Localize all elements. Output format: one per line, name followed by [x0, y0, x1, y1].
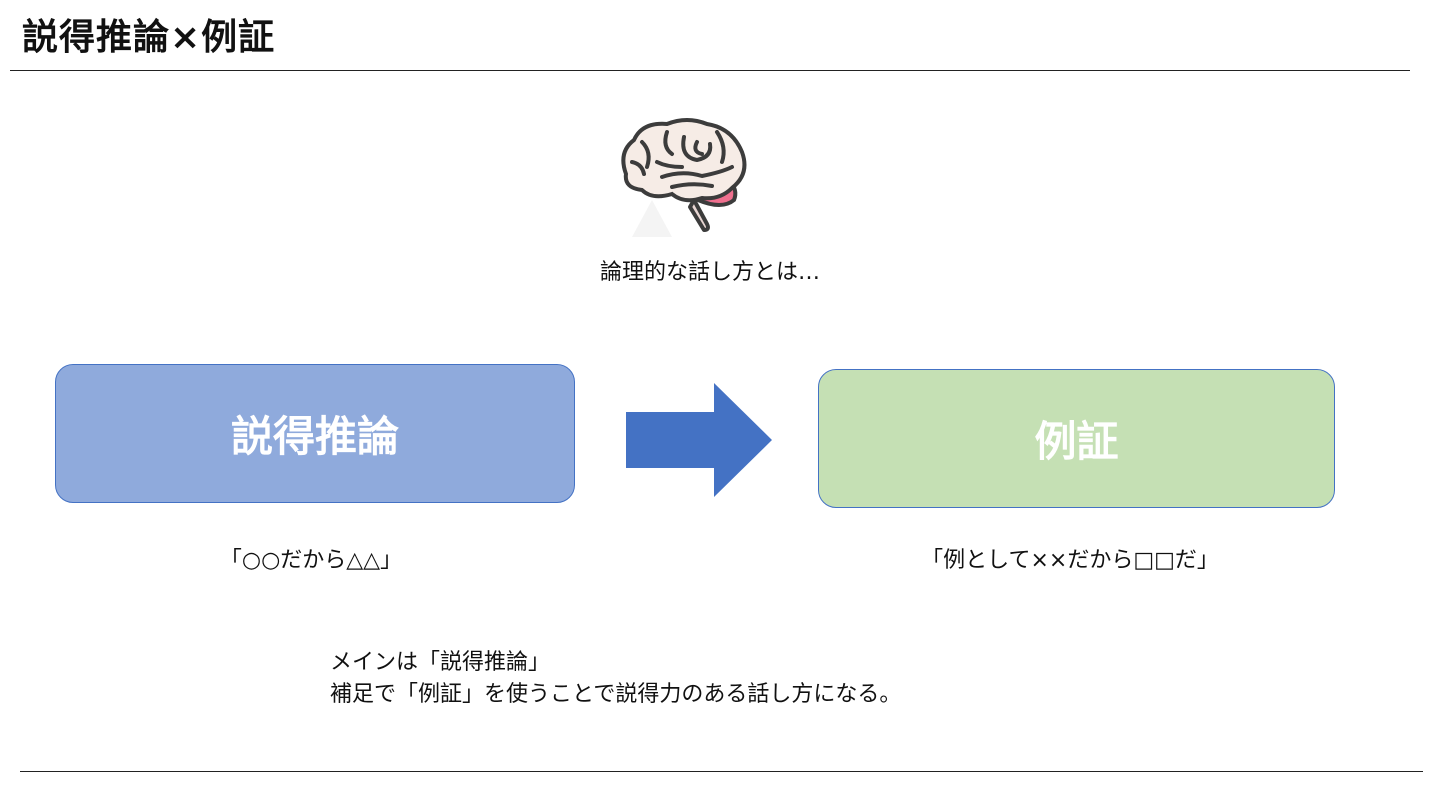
footer-divider: [20, 771, 1423, 772]
caption: 論理的な話し方とは…: [599, 260, 820, 285]
title-divider: [10, 70, 1410, 71]
right-example: 「例として××だから□□だ」: [921, 548, 1219, 573]
slide-title: 説得推論×例証: [22, 17, 276, 58]
illustration-box: 例証: [818, 369, 1335, 508]
arrow-right-icon: [626, 383, 772, 497]
note-line-2: 補足で「例証」を使うことで説得力のある話し方になる。: [330, 682, 902, 707]
persuasive-reasoning-box: 説得推論: [55, 364, 575, 503]
box-label: 例証: [1034, 417, 1119, 466]
note-line-1: メインは「説得推論」: [330, 650, 551, 675]
brain-icon: [621, 118, 747, 237]
left-example: 「○○だから△△」: [219, 548, 403, 573]
box-label: 説得推論: [230, 412, 399, 461]
